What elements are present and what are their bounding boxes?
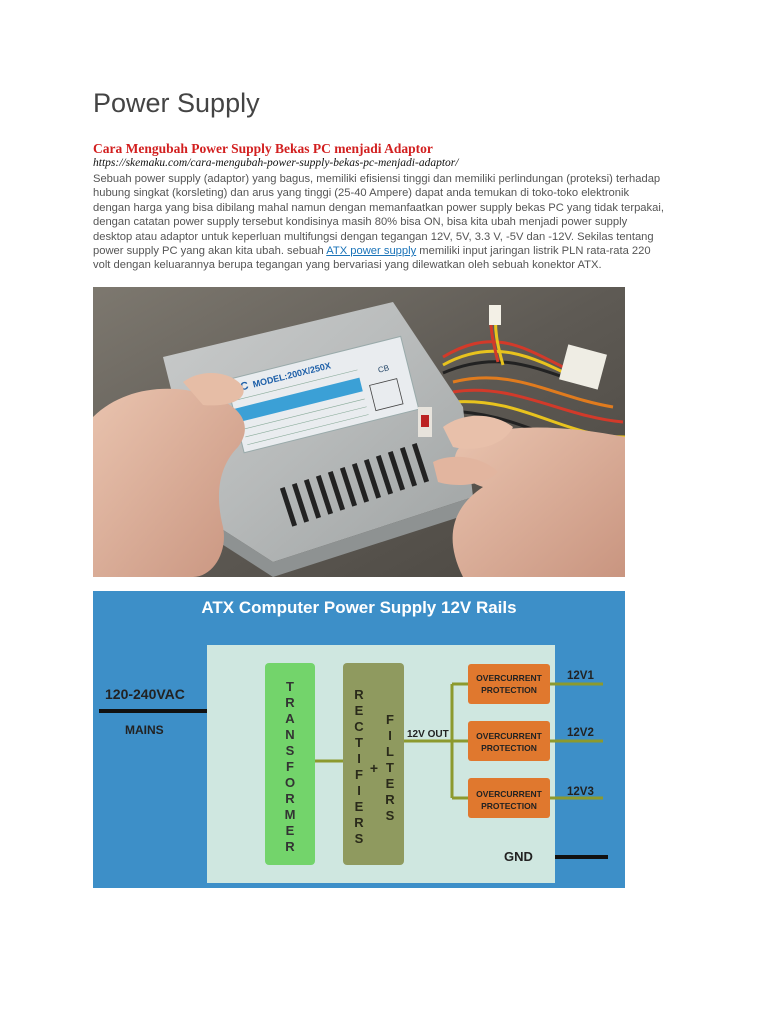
filter-letter: I [388, 728, 392, 743]
protection-text-line1: OVERCURRENT [476, 731, 542, 741]
rectifier-letters: R E C T I F I E R S [354, 687, 364, 846]
rectifier-filter-block [343, 663, 404, 865]
rectifier-letter: R [354, 687, 364, 702]
atx-diagram: ATX Computer Power Supply 12V Rails 120-… [93, 591, 625, 888]
article-heading: Cara Mengubah Power Supply Bekas PC menj… [93, 141, 433, 156]
rail-label-12v3: 12V3 [567, 786, 594, 798]
filter-letter: R [385, 792, 395, 807]
filter-letter: F [386, 712, 394, 727]
plus-sign: + [370, 760, 378, 776]
transformer-block [265, 663, 315, 865]
transformer-letter: O [285, 775, 295, 790]
rectifier-letter: F [355, 767, 363, 782]
input-voltage-label: 120-240VAC [105, 686, 185, 702]
protection-text-line1: OVERCURRENT [476, 789, 542, 799]
transformer-letter: N [285, 727, 294, 742]
output-label: 12V OUT [407, 729, 449, 740]
filter-letter: T [386, 760, 394, 775]
body-text-part-1: Sebuah power supply (adaptor) yang bagus… [93, 173, 664, 258]
protection-block: OVERCURRENT PROTECTION [468, 721, 550, 761]
atx-power-supply-link[interactable]: ATX power supply [326, 245, 417, 258]
transformer-letter: E [286, 823, 295, 838]
transformer-letters: T R A N S F O R M E R [285, 679, 296, 854]
filter-letter: L [386, 744, 394, 759]
filter-letter: S [386, 808, 395, 823]
transformer-letter: T [286, 679, 294, 694]
protection-text-line2: PROTECTION [481, 685, 537, 695]
transformer-letter: A [285, 711, 295, 726]
power-supply-photo: EC MODEL:200X/250X CB [93, 287, 625, 577]
psu-label-cert: CB [377, 363, 390, 374]
rail-label-12v2: 12V2 [567, 727, 594, 739]
transformer-letter: R [285, 839, 295, 854]
transformer-letter: M [285, 807, 296, 822]
rectifier-letter: C [354, 719, 364, 734]
page-title: Power Supply [93, 88, 260, 118]
rectifier-letter: E [355, 703, 364, 718]
protection-text-line1: OVERCURRENT [476, 673, 542, 683]
rectifier-letter: I [357, 751, 361, 766]
protection-block: OVERCURRENT PROTECTION [468, 778, 550, 818]
diagram-title: ATX Computer Power Supply 12V Rails [201, 598, 516, 617]
protection-text-line2: PROTECTION [481, 801, 537, 811]
body-text-part-2: memiliki input jaringan listrik PLN rata… [93, 245, 651, 272]
protection-block: OVERCURRENT PROTECTION [468, 664, 550, 704]
transformer-letter: F [286, 759, 294, 774]
rectifier-letter: R [354, 815, 364, 830]
mains-label: MAINS [125, 723, 164, 737]
transformer-letter: R [285, 791, 295, 806]
ground-label: GND [504, 849, 533, 864]
protection-text-line2: PROTECTION [481, 743, 537, 753]
rail-label-12v1: 12V1 [567, 670, 594, 682]
rectifier-letter: I [357, 783, 361, 798]
source-url: https://skemaku.com/cara-mengubah-power-… [93, 157, 459, 169]
filter-letters: F I L T E R S [385, 712, 395, 823]
rectifier-letter: E [355, 799, 364, 814]
transformer-letter: S [286, 743, 295, 758]
article-body: Sebuah power supply (adaptor) yang bagus… [93, 172, 665, 273]
rectifier-letter: T [355, 735, 363, 750]
rectifier-letter: S [355, 831, 364, 846]
filter-letter: E [386, 776, 395, 791]
transformer-letter: R [285, 695, 295, 710]
